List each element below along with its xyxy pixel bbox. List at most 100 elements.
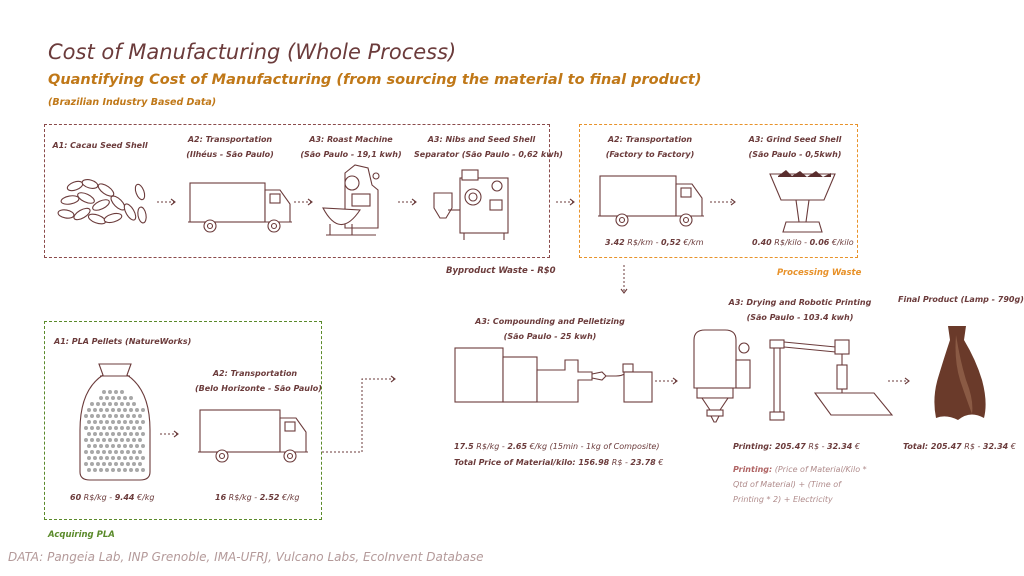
price-rs: 16 bbox=[215, 493, 227, 502]
truck-icon-3 bbox=[198, 409, 308, 463]
formula-text: (Price of Material/Kilo * Qtd of Materia… bbox=[733, 465, 867, 505]
truck-icon-1 bbox=[188, 182, 292, 233]
grinder-icon bbox=[769, 170, 836, 233]
price-rs-unit: R$ - bbox=[609, 458, 631, 467]
pellet-dot bbox=[87, 456, 91, 460]
pellet-dot bbox=[129, 420, 133, 424]
pellet-dot bbox=[90, 426, 94, 430]
page-title: Cost of Manufacturing (Whole Process) bbox=[48, 40, 457, 64]
price-eur: 9.44 bbox=[114, 493, 135, 502]
price-eur: 2.52 bbox=[259, 493, 280, 502]
pellet-dot bbox=[117, 456, 121, 460]
step-title: A2: Transportation bbox=[187, 135, 273, 144]
pellet-dot bbox=[87, 408, 91, 412]
pellet-dot bbox=[105, 408, 109, 412]
data-sources-footer: DATA: Pangeia Lab, INP Grenoble, IMA-UFR… bbox=[8, 550, 484, 564]
price-eur-unit: € bbox=[852, 442, 860, 451]
price-eur: 0.06 bbox=[809, 238, 830, 247]
price-grind: 0.40 R$/kilo - 0.06 €/kilo bbox=[752, 238, 854, 247]
pellet-dot bbox=[132, 438, 136, 442]
price-eur-unit: €/kg bbox=[279, 493, 300, 502]
price-rs: 0.40 bbox=[752, 238, 772, 247]
byproduct-waste-label: Byproduct Waste - R$0 bbox=[446, 266, 556, 276]
price-eur-unit: € bbox=[655, 458, 664, 467]
pellet-dot bbox=[117, 420, 121, 424]
total-label: Total Price of Material/kilo: 156.98 bbox=[454, 458, 610, 467]
pellet-dot bbox=[99, 420, 103, 424]
pellet-dot bbox=[105, 468, 109, 472]
pellet-dot bbox=[108, 402, 112, 406]
separator-machine-icon bbox=[433, 169, 509, 240]
pellet-dot bbox=[111, 468, 115, 472]
pellet-dot bbox=[102, 426, 106, 430]
pellet-dot bbox=[84, 426, 88, 430]
page-subtitle: Quantifying Cost of Manufacturing (from … bbox=[48, 72, 702, 88]
pellet-dot bbox=[108, 414, 112, 418]
price-rs-unit: R$ - bbox=[805, 442, 828, 451]
pellet-dot bbox=[129, 468, 133, 472]
price-rs-unit: R$/kilo - bbox=[771, 238, 810, 247]
pellet-dot bbox=[126, 426, 130, 430]
extruder-icon bbox=[454, 347, 653, 403]
label-transportation-1: A2: Transportation (Ilhéus - São Paulo) bbox=[175, 132, 285, 162]
pellet-dot bbox=[129, 432, 133, 436]
data-note: (Brazilian Industry Based Data) bbox=[48, 97, 217, 108]
price-rs: 17.5 bbox=[454, 442, 474, 451]
pellet-dot bbox=[129, 396, 133, 400]
pellet-dot bbox=[120, 462, 124, 466]
pellet-dot bbox=[141, 444, 145, 448]
pellet-dot bbox=[138, 450, 142, 454]
price-eur: 32.34 bbox=[827, 442, 853, 451]
label-separator: A3: Nibs and Seed Shell Separator (São P… bbox=[414, 132, 563, 162]
pellet-dot bbox=[102, 390, 106, 394]
pellet-dot bbox=[105, 420, 109, 424]
pellet-dot bbox=[120, 390, 124, 394]
price-rs-unit: R$/kg - bbox=[81, 493, 115, 502]
pellet-dot bbox=[114, 438, 118, 442]
pellet-dot bbox=[135, 468, 139, 472]
pellet-dot bbox=[99, 444, 103, 448]
pellet-dot bbox=[102, 414, 106, 418]
step-title: A3: Compounding and Pelletizing bbox=[475, 317, 625, 326]
pellet-dot bbox=[117, 396, 121, 400]
pellet-dot bbox=[96, 402, 100, 406]
pellet-dot bbox=[132, 414, 136, 418]
step-title: A2: Transportation bbox=[212, 369, 298, 378]
pellet-dot bbox=[117, 408, 121, 412]
pellet-dot bbox=[141, 408, 145, 412]
pellet-dot bbox=[90, 462, 94, 466]
pellet-dot bbox=[111, 444, 115, 448]
price-printing: Printing: 205.47 R$ - 32.34 € bbox=[733, 442, 860, 451]
step-subtitle: Separator (São Paulo - 0,62 kwh) bbox=[414, 150, 563, 160]
pellet-dot bbox=[90, 438, 94, 442]
step-subtitle: (São Paulo - 0,5kwh) bbox=[748, 150, 842, 160]
pellet-dot bbox=[135, 432, 139, 436]
price-rs-unit: R$/kg - bbox=[473, 442, 508, 451]
acquiring-pla-label: Acquiring PLA bbox=[48, 530, 115, 540]
pellet-dot bbox=[93, 444, 97, 448]
pellet-dot bbox=[114, 402, 118, 406]
pellet-dot bbox=[138, 462, 142, 466]
step-title: A3: Drying and Robotic Printing bbox=[728, 298, 872, 307]
pellet-dot bbox=[135, 456, 139, 460]
pellet-dot bbox=[90, 402, 94, 406]
pellet-dot bbox=[87, 468, 91, 472]
pellet-dot bbox=[123, 396, 127, 400]
pellet-dot bbox=[135, 420, 139, 424]
pellet-dot bbox=[108, 462, 112, 466]
pellet-dot bbox=[105, 456, 109, 460]
pellet-dot bbox=[114, 426, 118, 430]
pellet-dot bbox=[138, 438, 142, 442]
pellet-dot bbox=[123, 456, 127, 460]
pellet-dot bbox=[87, 444, 91, 448]
total-material-price: Total Price of Material/kilo: 156.98 R$ … bbox=[454, 458, 663, 467]
label-printing: A3: Drying and Robotic Printing (São Pau… bbox=[720, 295, 880, 325]
price-eur-unit: € bbox=[1008, 442, 1016, 451]
cacao-group-box bbox=[44, 124, 550, 258]
total-final-price: Total: 205.47 R$ - 32.34 € bbox=[903, 442, 1016, 451]
roast-machine-icon bbox=[322, 164, 380, 236]
pellet-dot bbox=[105, 396, 109, 400]
pellet-dot bbox=[120, 438, 124, 442]
pellet-dot bbox=[102, 402, 106, 406]
pellet-dot bbox=[126, 450, 130, 454]
